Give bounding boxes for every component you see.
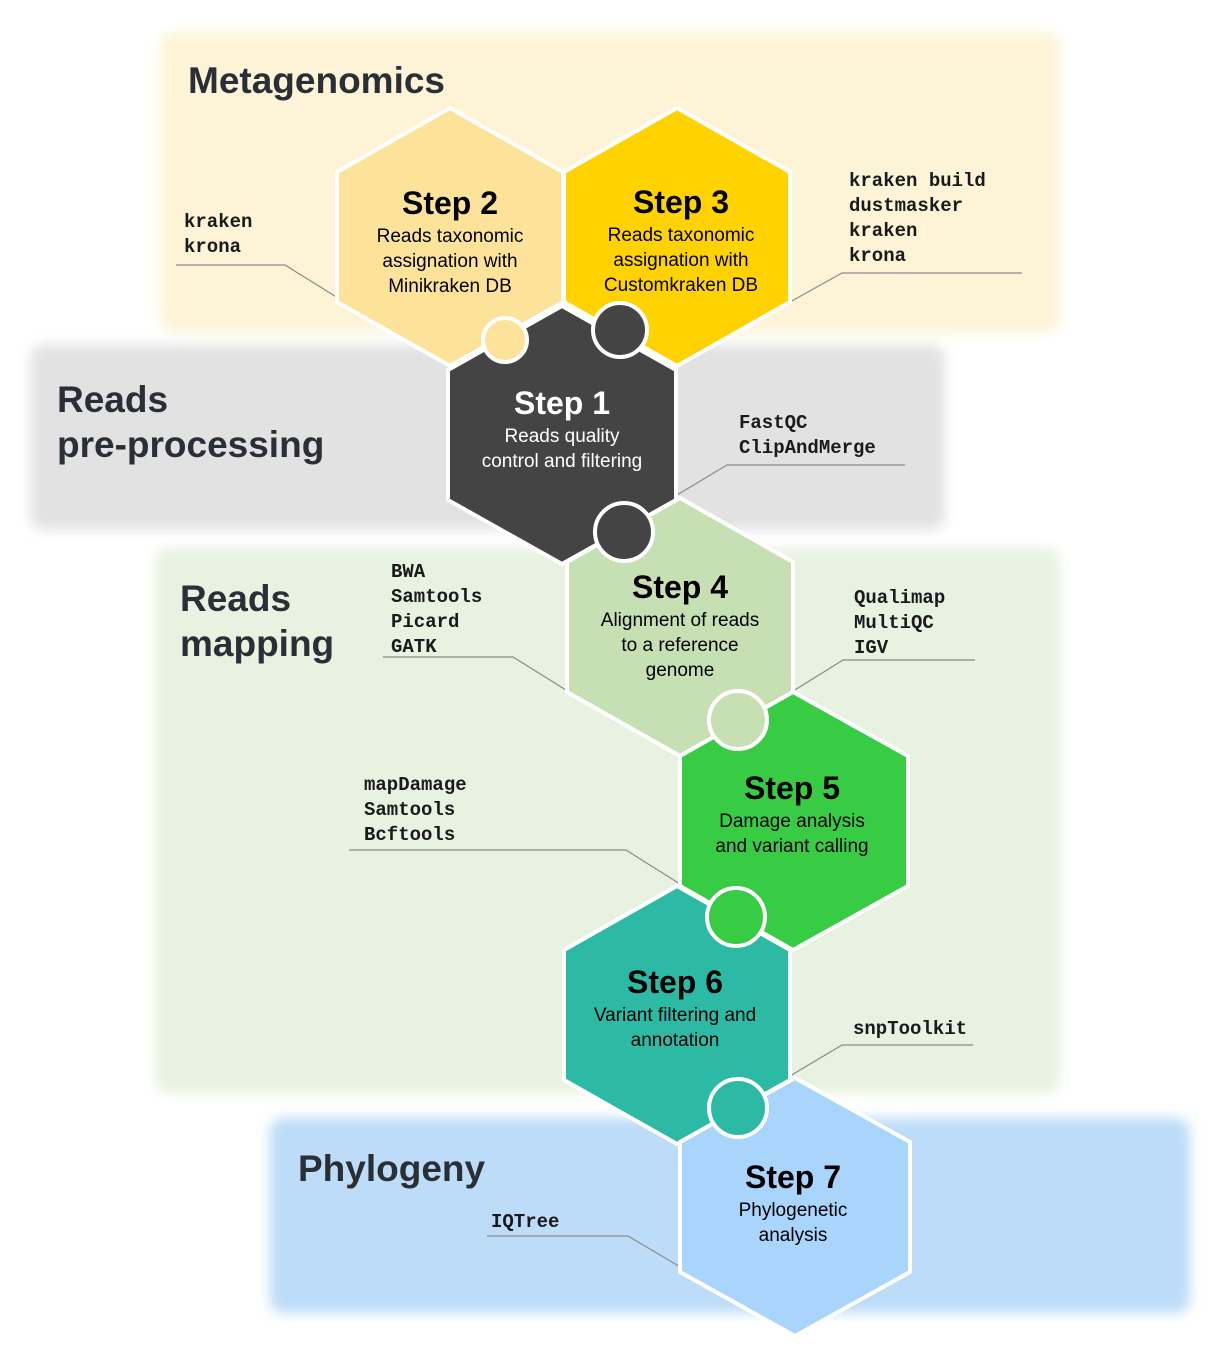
svg-text:IGV: IGV	[854, 637, 889, 659]
svg-text:Customkraken DB: Customkraken DB	[604, 275, 758, 296]
section-title-mapping-line1: Reads	[180, 578, 291, 619]
svg-text:IQTree: IQTree	[491, 1211, 559, 1233]
leader-step3	[789, 272, 1022, 303]
puzzle-knob	[593, 501, 655, 563]
step1-label: Step 1 Reads quality control and filteri…	[482, 385, 643, 472]
svg-text:assignation with: assignation with	[382, 251, 517, 272]
svg-text:krona: krona	[184, 236, 241, 258]
svg-text:control and filtering: control and filtering	[482, 451, 643, 472]
tools-step1: FastQC ClipAndMerge	[739, 412, 876, 459]
puzzle-knob	[707, 689, 769, 751]
step7-label: Step 7 Phylogenetic analysis	[739, 1159, 848, 1246]
svg-text:BWA: BWA	[391, 561, 426, 583]
section-title-preprocessing-line1: Reads	[57, 379, 168, 420]
svg-text:Picard: Picard	[391, 611, 459, 633]
hexagon-step7	[678, 1076, 912, 1338]
leader-step2	[176, 264, 339, 299]
svg-text:genome: genome	[646, 660, 715, 681]
tools-step6: snpToolkit	[853, 1018, 967, 1040]
svg-text:annotation: annotation	[631, 1030, 720, 1051]
svg-text:Qualimap: Qualimap	[854, 587, 945, 609]
tools-step4-qc: Qualimap MultiQC IGV	[854, 587, 945, 659]
section-title-metagenomics: Metagenomics	[188, 60, 445, 101]
svg-text:Phylogenetic: Phylogenetic	[739, 1200, 848, 1221]
svg-text:ClipAndMerge: ClipAndMerge	[739, 437, 876, 459]
svg-text:krona: krona	[849, 245, 906, 267]
step5-label: Step 5 Damage analysis and variant calli…	[715, 770, 868, 857]
svg-text:to a reference: to a reference	[621, 635, 738, 656]
svg-text:Alignment of reads: Alignment of reads	[601, 610, 759, 631]
svg-text:Bcftools: Bcftools	[364, 824, 455, 846]
tools-step2: kraken krona	[184, 211, 252, 258]
svg-text:Step 7: Step 7	[745, 1159, 841, 1195]
svg-text:GATK: GATK	[391, 636, 437, 658]
leader-step4-qc	[789, 659, 975, 694]
svg-text:and variant calling: and variant calling	[715, 836, 868, 857]
tools-step4: BWA Samtools Picard GATK	[391, 561, 482, 658]
svg-text:kraken build: kraken build	[849, 170, 986, 192]
svg-text:Step 6: Step 6	[627, 964, 723, 1000]
leader-step5	[349, 849, 681, 885]
leader-step1	[671, 464, 905, 499]
svg-text:Reads quality: Reads quality	[504, 426, 620, 447]
puzzle-knob	[707, 1077, 769, 1139]
step2-label: Step 2 Reads taxonomic assignation with …	[377, 185, 524, 297]
svg-text:Step 5: Step 5	[744, 770, 840, 806]
mapping-section-bg	[155, 548, 1060, 1093]
svg-text:dustmasker: dustmasker	[849, 195, 963, 217]
hexagon-step5	[678, 690, 910, 952]
puzzle-knob	[481, 316, 529, 364]
hexagon-step1	[446, 304, 678, 566]
tools-step5: mapDamage Samtools Bcftools	[364, 774, 467, 846]
svg-text:Variant filtering and: Variant filtering and	[594, 1005, 756, 1026]
section-title-phylogeny: Phylogeny	[298, 1148, 486, 1189]
svg-text:snpToolkit: snpToolkit	[853, 1018, 967, 1040]
puzzle-knob	[705, 886, 767, 948]
svg-text:MultiQC: MultiQC	[854, 612, 934, 634]
svg-text:mapDamage: mapDamage	[364, 774, 467, 796]
svg-text:FastQC: FastQC	[739, 412, 807, 434]
svg-text:Minikraken DB: Minikraken DB	[388, 276, 512, 297]
leader-step4	[383, 656, 567, 691]
tools-step7: IQTree	[491, 1211, 559, 1233]
leader-step7	[487, 1235, 683, 1269]
svg-text:Damage analysis: Damage analysis	[719, 811, 865, 832]
svg-text:Step 2: Step 2	[402, 185, 498, 221]
tools-step3: kraken build dustmasker kraken krona	[849, 170, 986, 267]
svg-text:kraken: kraken	[849, 220, 917, 242]
svg-text:Reads taxonomic: Reads taxonomic	[608, 225, 755, 246]
svg-text:Samtools: Samtools	[391, 586, 482, 608]
svg-text:kraken: kraken	[184, 211, 252, 233]
svg-text:Samtools: Samtools	[364, 799, 455, 821]
svg-text:assignation with: assignation with	[613, 250, 748, 271]
svg-text:Reads taxonomic: Reads taxonomic	[377, 226, 524, 247]
puzzle-knob	[591, 301, 649, 359]
svg-text:Step 3: Step 3	[633, 184, 729, 220]
step6-label: Step 6 Variant filtering and annotation	[594, 964, 756, 1051]
svg-text:Step 1: Step 1	[514, 385, 610, 421]
section-title-preprocessing-line2: pre-processing	[57, 424, 324, 465]
svg-text:Step 4: Step 4	[632, 569, 728, 605]
step4-label: Step 4 Alignment of reads to a reference…	[601, 569, 759, 681]
section-title-mapping-line2: mapping	[180, 623, 334, 664]
svg-text:analysis: analysis	[759, 1225, 828, 1246]
step3-label: Step 3 Reads taxonomic assignation with …	[604, 184, 758, 296]
leader-step6	[789, 1044, 973, 1077]
